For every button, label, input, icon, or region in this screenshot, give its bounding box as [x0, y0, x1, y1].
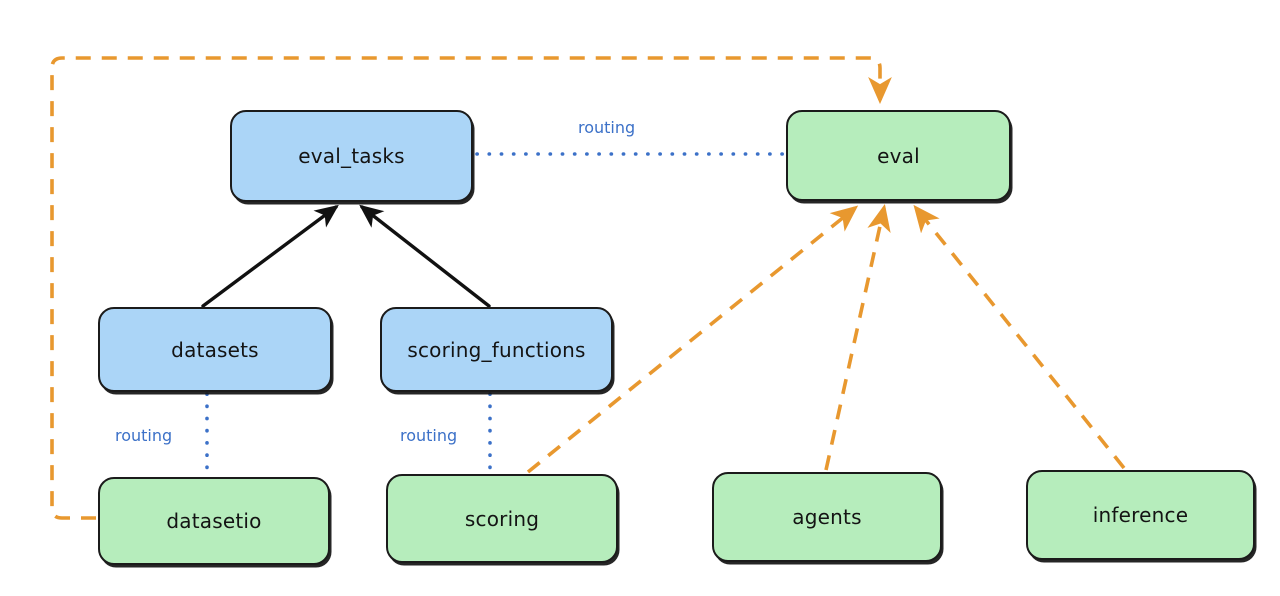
node-label: datasets [171, 337, 259, 362]
node-eval[interactable]: eval [786, 110, 1011, 201]
edge-label-routing-datasets-datasetio: routing [115, 426, 173, 445]
edge-scoring-functions-to-eval-tasks [359, 204, 491, 308]
edge-scoring-to-eval [526, 205, 859, 474]
node-label: eval_tasks [298, 144, 405, 168]
edge-datasetio-to-eval [50, 56, 892, 520]
node-datasets[interactable]: datasets [98, 307, 332, 392]
node-inference[interactable]: inference [1026, 470, 1255, 560]
edge-datasets-to-eval-tasks [201, 204, 339, 308]
node-label: inference [1092, 503, 1189, 527]
node-label: scoring [464, 506, 540, 531]
node-agents[interactable]: agents [712, 472, 942, 562]
edge-agents-to-eval [824, 204, 891, 471]
edge-label-routing-eval-tasks-eval: routing [578, 118, 636, 137]
node-scoring[interactable]: scoring [386, 474, 618, 563]
node-scoring-functions[interactable]: scoring_functions [380, 307, 613, 392]
node-label: eval [877, 143, 920, 168]
node-label: datasetio [166, 509, 262, 533]
node-label: agents [792, 505, 862, 529]
edge-label-routing-scoring-functions-scoring: routing [400, 426, 458, 445]
edge-inference-to-eval [913, 204, 1126, 470]
node-eval-tasks[interactable]: eval_tasks [230, 110, 473, 202]
node-datasetio[interactable]: datasetio [98, 477, 330, 565]
node-label: scoring_functions [407, 337, 586, 362]
